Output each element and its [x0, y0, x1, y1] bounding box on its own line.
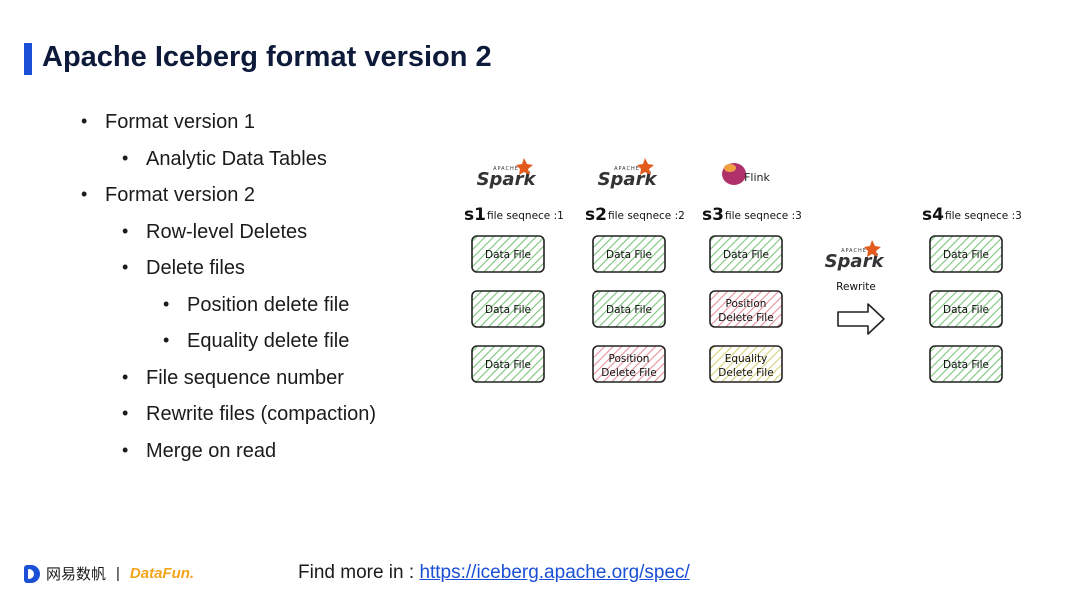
file-label-line2: Delete File [718, 367, 773, 379]
file-label-line1: Equality [725, 353, 768, 365]
footer-prefix: Find more in : [298, 562, 420, 583]
data-file-box [929, 290, 1003, 328]
brand-separator: | [116, 565, 120, 582]
bullet-dot-icon: • [122, 440, 129, 460]
file-label: Data File [606, 304, 652, 316]
data-file-box [709, 235, 783, 273]
spark-star-icon [864, 240, 881, 257]
file-label-line1: Position [609, 353, 650, 365]
sequence-number-label: file seqnece :3 [725, 210, 802, 222]
bullet-dot-icon: • [163, 294, 170, 314]
netease-shufan-logo-icon [24, 564, 40, 583]
bullet-dot-icon: • [122, 148, 129, 168]
snapshot-label: s4 [922, 205, 944, 225]
bullet-item-level-2: • Merge on read [122, 440, 277, 463]
bullet-dot-icon: • [122, 367, 129, 387]
bullet-text: Rewrite files (compaction) [146, 403, 377, 425]
snapshot-label: s3 [702, 205, 724, 225]
data-file-box [471, 235, 545, 273]
rewrite-label: Rewrite [836, 281, 876, 293]
file-label-line2: Delete File [718, 312, 773, 324]
position-delete-file-box [592, 345, 666, 383]
file-label: Data File [723, 249, 769, 261]
file-label: Data File [943, 304, 989, 316]
file-label: Data File [943, 249, 989, 261]
file-label: Data File [606, 249, 652, 261]
flink-squirrel-icon [722, 163, 746, 185]
bullet-text: Equality delete file [187, 330, 350, 352]
snapshot-label: s2 [585, 205, 607, 225]
bullet-dot-icon: • [122, 403, 129, 423]
bullet-item-level-2: • File sequence number [122, 367, 344, 390]
bullet-item-level-1: • Format version 2 [81, 184, 256, 207]
bullet-item-level-3: • Equality delete file [163, 330, 350, 353]
bullet-item-level-2: • Row-level Deletes [122, 221, 308, 244]
sequence-number-label: file seqnece :3 [945, 210, 1022, 222]
position-delete-file-box [709, 290, 783, 328]
file-label: Data File [943, 359, 989, 371]
data-file-box [929, 235, 1003, 273]
bullet-text: Format version 2 [105, 184, 256, 206]
bullet-text: Analytic Data Tables [146, 148, 327, 170]
file-label: Data File [485, 249, 531, 261]
footer-reference: Find more in : https://iceberg.apache.or… [298, 562, 690, 584]
data-file-box [592, 290, 666, 328]
page-title: Apache Iceberg format version 2 [42, 41, 492, 73]
data-file-box [471, 290, 545, 328]
bullet-item-level-3: • Position delete file [163, 294, 350, 317]
bullet-text: Row-level Deletes [146, 221, 308, 243]
bullet-dot-icon: • [163, 330, 170, 350]
rewrite-arrow-icon [837, 303, 885, 335]
datafun-logo: DataFun. [129, 565, 195, 582]
spark-logo-apache-text: APACHE [493, 166, 519, 172]
bullet-dot-icon: • [81, 111, 88, 131]
bullet-item-level-2: • Rewrite files (compaction) [122, 403, 377, 426]
spark-logo-wordmark: Spark [598, 169, 658, 190]
bullet-text: File sequence number [146, 367, 344, 389]
bullet-item-level-2: • Analytic Data Tables [122, 148, 327, 171]
bullet-text: Delete files [146, 257, 245, 279]
bullet-dot-icon: • [122, 221, 129, 241]
brand-name: 网易数帆 [46, 566, 107, 583]
sequence-number-label: file seqnece :1 [487, 210, 564, 222]
data-file-box [929, 345, 1003, 383]
file-label-line1: Position [726, 298, 767, 310]
spark-logo-wordmark: Spark [477, 169, 537, 190]
file-label: Data File [485, 359, 531, 371]
snapshot-label: s1 [464, 205, 486, 225]
data-file-box [592, 235, 666, 273]
bullet-text: Merge on read [146, 440, 277, 462]
spec-link[interactable]: https://iceberg.apache.org/spec/ [419, 562, 690, 583]
sequence-number-label: file seqnece :2 [608, 210, 685, 222]
spark-logo-wordmark: Spark [825, 251, 885, 272]
footer-brand: 网易数帆 | DataFun. [24, 563, 194, 584]
spark-star-icon [516, 158, 533, 175]
flink-wordmark: Flink [744, 171, 770, 184]
bullet-text: Format version 1 [105, 111, 256, 133]
bullet-text: Position delete file [187, 294, 350, 316]
bullet-item-level-1: • Format version 1 [81, 111, 256, 134]
flink-squirrel-ear-icon [724, 164, 736, 172]
spark-logo-apache-text: APACHE [841, 248, 867, 254]
spark-logo-apache-text: APACHE [614, 166, 640, 172]
spark-star-icon [637, 158, 654, 175]
equality-delete-file-box [709, 345, 783, 383]
bullet-dot-icon: • [122, 257, 129, 277]
file-label-line2: Delete File [601, 367, 656, 379]
bullet-item-level-2: • Delete files [122, 257, 245, 280]
data-file-box [471, 345, 545, 383]
file-label: Data File [485, 304, 531, 316]
bullet-dot-icon: • [81, 184, 88, 204]
title-accent-bar [24, 43, 32, 75]
